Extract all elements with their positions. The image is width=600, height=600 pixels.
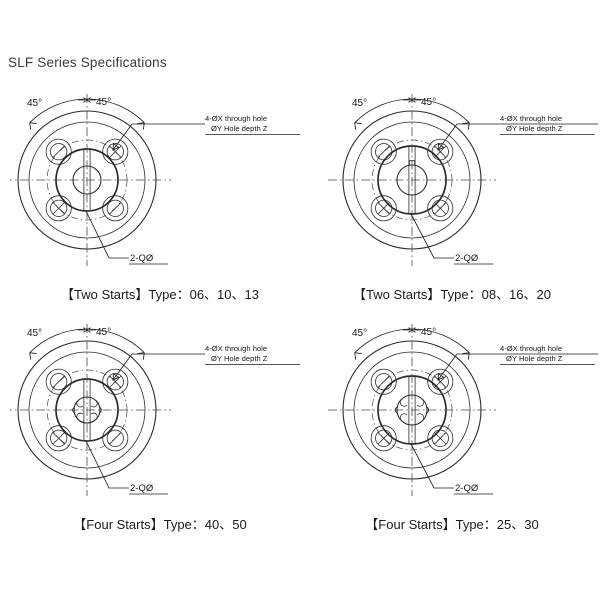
angle-arc-right xyxy=(86,328,145,354)
keyway-note-leader xyxy=(410,212,454,259)
spline-notches xyxy=(395,399,429,421)
bolt-hole-bottom-right xyxy=(102,425,129,452)
bolt-hole-bottom-left xyxy=(45,195,72,222)
caption-top-left: 【Two Starts】Type：06、10、13 xyxy=(61,287,259,302)
hole-note-leader xyxy=(112,353,205,381)
bolt-hole-top-left xyxy=(370,138,397,165)
bolt-hole-top-left xyxy=(370,368,397,395)
bolt-hole-bottom-right xyxy=(427,195,454,222)
page-title: SLF Series Specifications xyxy=(8,55,167,70)
hole-note-line-1: 4-ØX through hole xyxy=(205,344,267,353)
angle-tick-right xyxy=(86,327,96,333)
flange-step-circle xyxy=(353,351,471,469)
angle-arrow-left xyxy=(29,122,37,130)
flange-drawing-bottom-left: 45° 45° 4-ØX through hole ØY Hole depth … xyxy=(10,324,300,496)
keyway-note-leader xyxy=(85,209,129,259)
hole-note-line-2: ØY Hole depth Z xyxy=(506,354,563,363)
figure-top-left: 45° 45° 4-ØX through hole ØY Hole depth … xyxy=(10,88,310,313)
angle-arrow-left xyxy=(29,352,37,360)
caption-bottom-left: 【Four Starts】Type：40、50 xyxy=(73,517,247,532)
bolt-hole-top-right xyxy=(427,368,454,395)
flange-drawing-bottom-right: 45° 45° 4-ØX through hole ØY Hole depth … xyxy=(328,324,598,496)
angle-tick-right xyxy=(411,97,421,103)
angle-label-right: 45° xyxy=(96,97,111,108)
hole-note-line-1: 4-ØX through hole xyxy=(205,114,267,123)
hole-note-arrowhead xyxy=(437,372,445,381)
hole-note-leader xyxy=(437,353,598,381)
caption-top-right: 【Two Starts】Type：08、16、20 xyxy=(353,287,551,302)
bolt-hole-top-left xyxy=(45,138,72,165)
hole-note-line-1: 4-ØX through hole xyxy=(500,344,562,353)
hole-note-leader xyxy=(112,123,205,151)
hole-note-line-2: ØY Hole depth Z xyxy=(211,124,268,133)
bolt-hole-bottom-right xyxy=(427,425,454,452)
angle-arc-left xyxy=(29,98,88,124)
bolt-hole-top-right xyxy=(102,138,129,165)
spline-notches xyxy=(72,400,102,420)
keyway-note-label: 2-QØ xyxy=(130,483,154,494)
caption-bottom-right: 【Four Starts】Type：25、30 xyxy=(365,517,539,532)
angle-label-left: 45° xyxy=(27,98,42,109)
flange-step-circle xyxy=(28,351,146,469)
keyway-note-label: 2-QØ xyxy=(455,253,479,264)
angle-tick-right xyxy=(411,327,421,333)
figure-top-right: 45° 45° 4-ØX through hole ØY Hole depth … xyxy=(302,88,600,313)
hole-note-arrowhead xyxy=(112,372,120,381)
angle-label-right: 45° xyxy=(421,97,436,108)
angle-tick-left xyxy=(403,327,413,333)
bolt-hole-bottom-left xyxy=(370,425,397,452)
angle-label-right: 45° xyxy=(96,327,111,338)
keyway-note-leader xyxy=(85,439,129,489)
hole-note-arrowhead xyxy=(112,142,120,151)
angle-arc-right xyxy=(86,98,145,124)
angle-tick-left xyxy=(78,97,88,103)
angle-label-left: 45° xyxy=(352,98,367,109)
angle-tick-right xyxy=(86,97,96,103)
hole-note-leader xyxy=(437,123,598,151)
bolt-hole-bottom-left xyxy=(45,425,72,452)
angle-arrow-left xyxy=(354,122,362,130)
angle-arc-right xyxy=(411,328,470,354)
angle-arc-left xyxy=(354,98,413,124)
angle-label-left: 45° xyxy=(27,328,42,339)
angle-arc-right xyxy=(411,98,470,124)
hole-note-line-1: 4-ØX through hole xyxy=(500,114,562,123)
keyway-note-leader xyxy=(410,442,454,489)
hole-note-arrowhead xyxy=(437,142,445,151)
angle-tick-left xyxy=(78,327,88,333)
bore-key-notch xyxy=(409,160,415,165)
angle-arrow-left xyxy=(354,352,362,360)
bolt-hole-bottom-left xyxy=(370,195,397,222)
angle-arc-left xyxy=(29,328,88,354)
bolt-hole-bottom-right xyxy=(102,195,129,222)
flange-drawing-top-right: 45° 45° 4-ØX through hole ØY Hole depth … xyxy=(328,94,598,266)
flange-drawing-top-left: 45° 45° 4-ØX through hole ØY Hole depth … xyxy=(10,94,300,266)
bolt-hole-top-right xyxy=(427,138,454,165)
hole-note-line-2: ØY Hole depth Z xyxy=(211,354,268,363)
flange-step-circle xyxy=(28,121,146,239)
angle-label-left: 45° xyxy=(352,328,367,339)
figure-bottom-left: 45° 45° 4-ØX through hole ØY Hole depth … xyxy=(10,318,310,543)
figure-bottom-right: 45° 45° 4-ØX through hole ØY Hole depth … xyxy=(302,318,600,543)
angle-tick-left xyxy=(403,97,413,103)
keyway-note-label: 2-QØ xyxy=(455,483,479,494)
angle-arc-left xyxy=(354,328,413,354)
bolt-hole-top-left xyxy=(45,368,72,395)
flange-step-circle xyxy=(353,121,471,239)
keyway-note-label: 2-QØ xyxy=(130,253,154,264)
hole-note-line-2: ØY Hole depth Z xyxy=(506,124,563,133)
bolt-hole-top-right xyxy=(102,368,129,395)
angle-label-right: 45° xyxy=(421,327,436,338)
